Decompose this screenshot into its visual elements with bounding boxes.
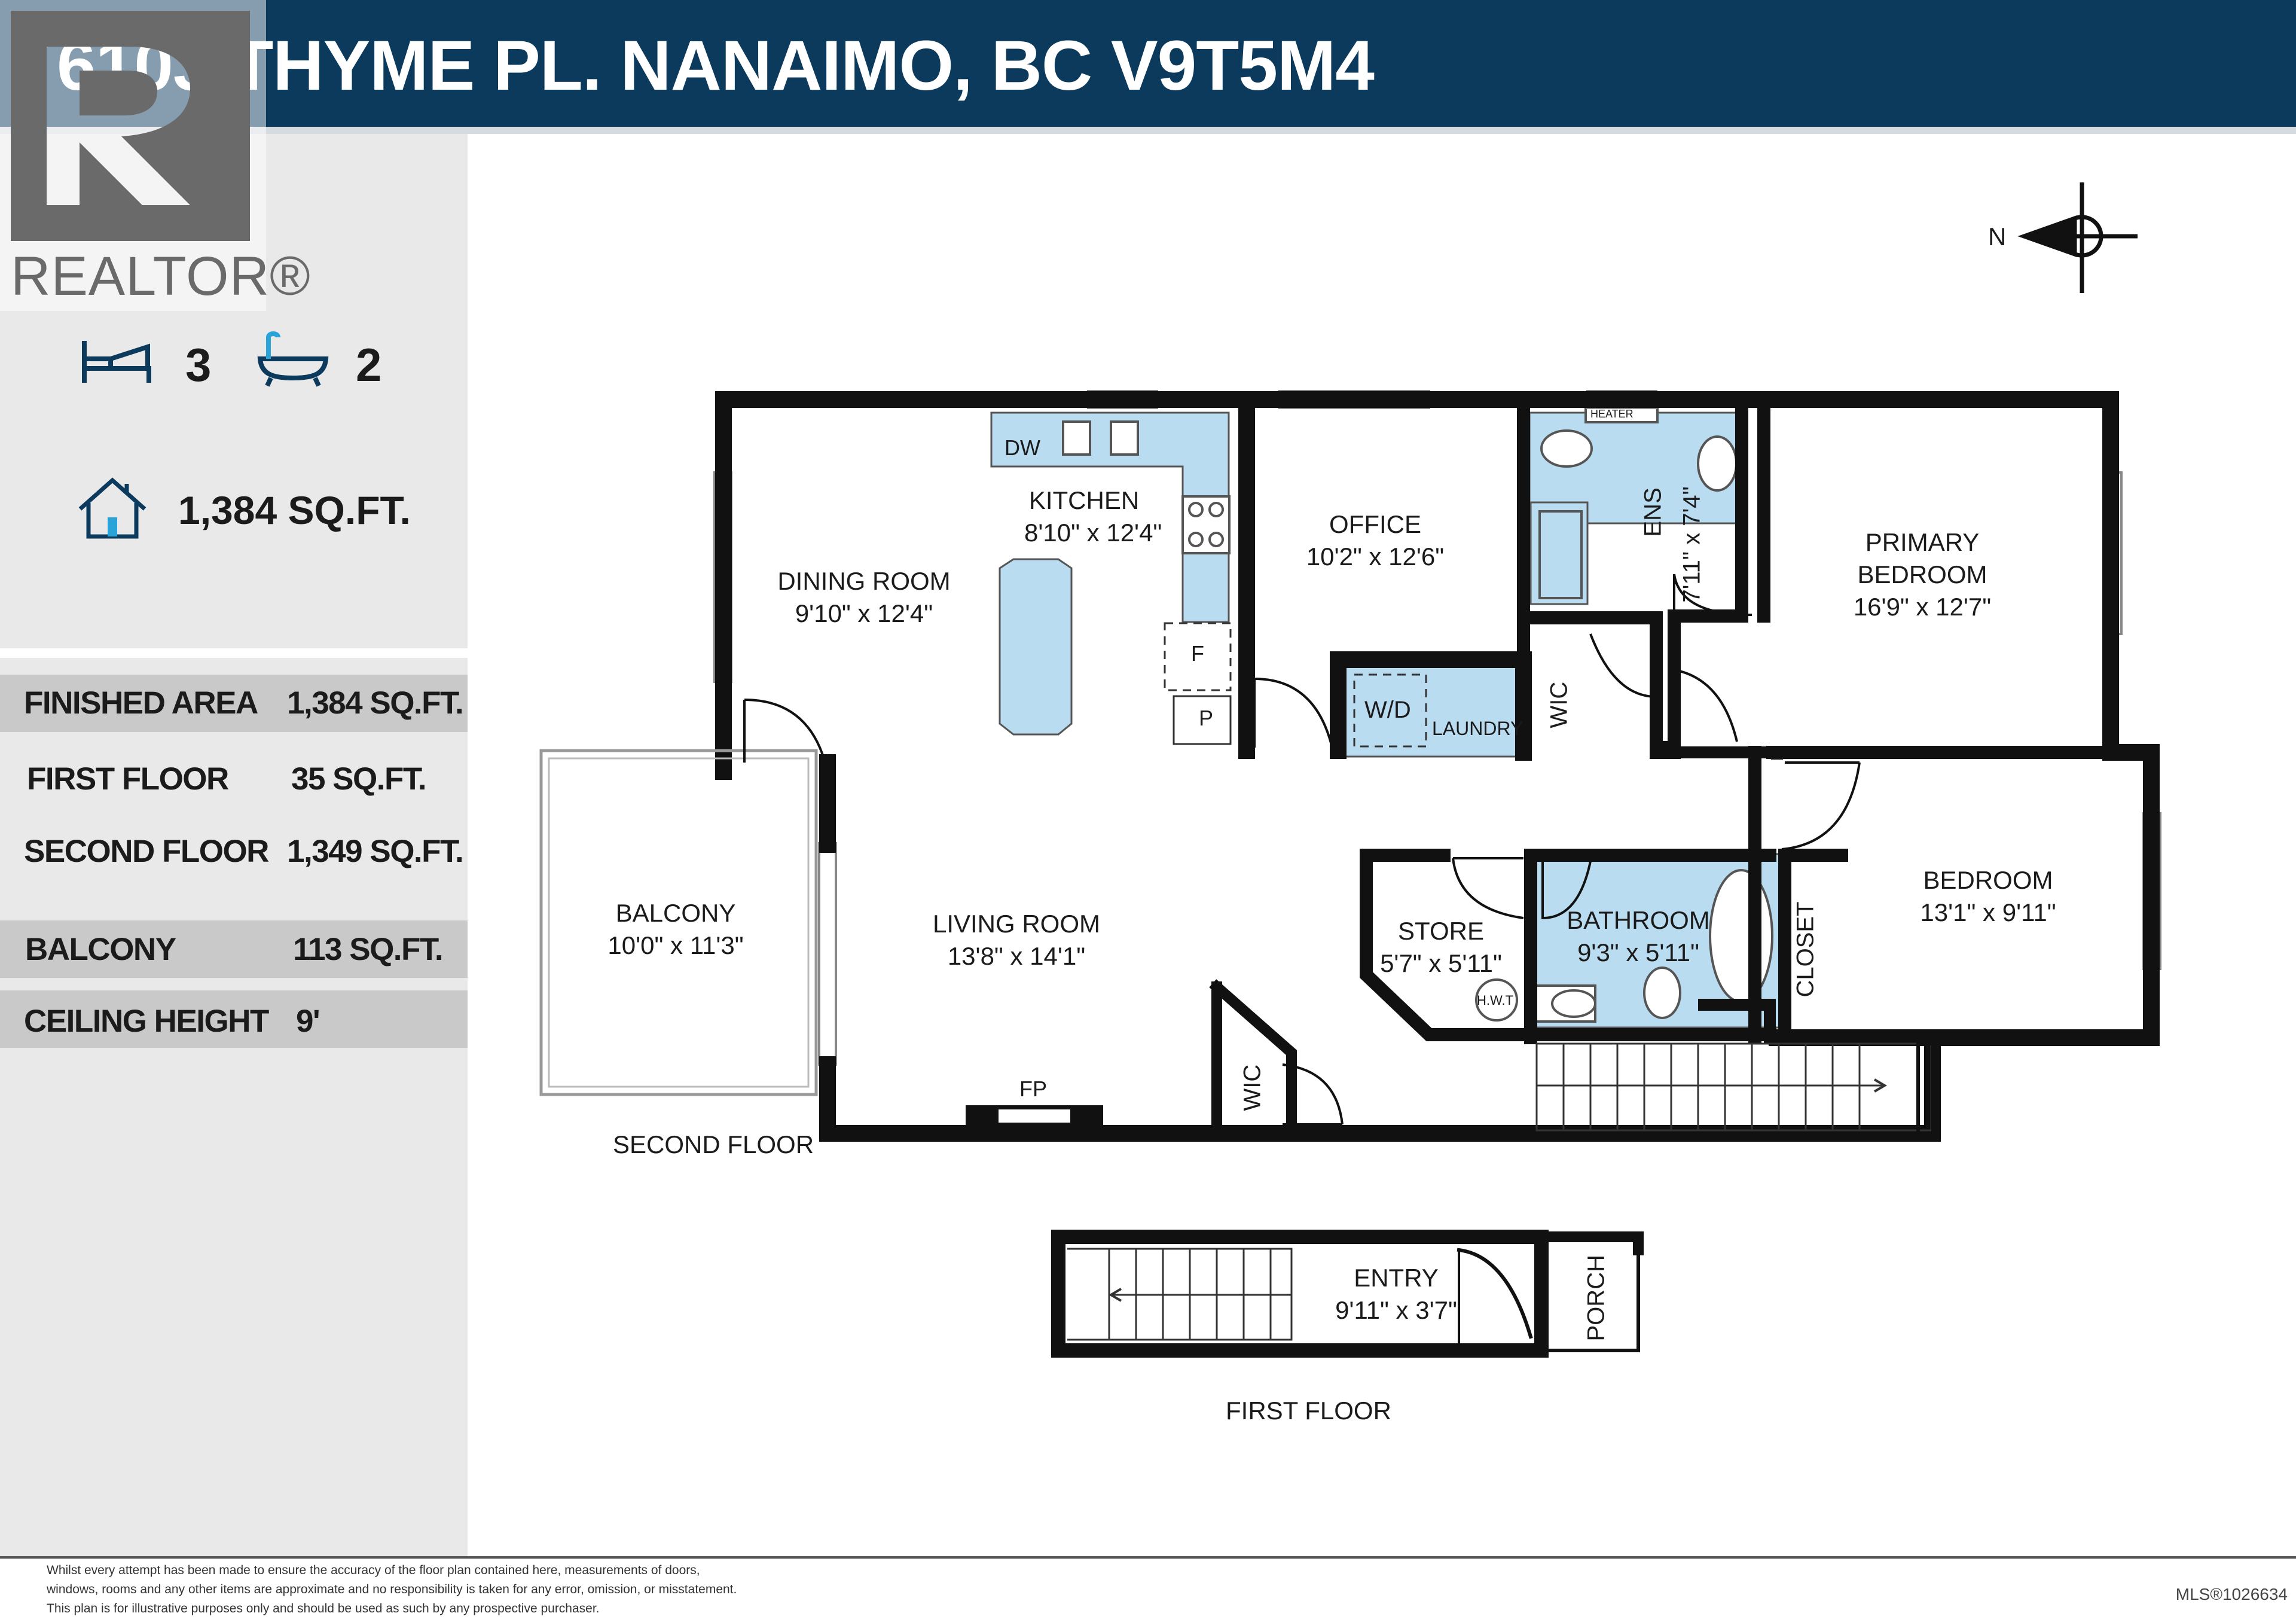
kitchen-label: KITCHEN 8'10" x 12'4" bbox=[1024, 484, 1162, 549]
house-icon bbox=[78, 477, 146, 539]
room-name: PRIMARY bbox=[1865, 528, 1980, 556]
stat-label: SECOND FLOOR bbox=[24, 834, 269, 869]
room-dims: 13'1" x 9'11" bbox=[1920, 898, 2056, 926]
stat-value: 1,349 SQ.FT. bbox=[287, 834, 464, 869]
stat-value: 9' bbox=[296, 1004, 320, 1039]
bathtub-icon bbox=[257, 331, 329, 387]
room-name: KITCHEN bbox=[1028, 486, 1140, 514]
store-label: STORE 5'7" x 5'11" bbox=[1360, 915, 1522, 980]
sidebar-divider bbox=[0, 648, 468, 658]
bathroom-label: BATHROOM 9'3" x 5'11" bbox=[1567, 904, 1710, 969]
dining-room-label: DINING ROOM 9'10" x 12'4" bbox=[774, 565, 954, 630]
ensuite-dims: 7'11" x 7'4" bbox=[1678, 486, 1705, 603]
stairs-first-floor bbox=[1067, 1248, 1293, 1341]
ensuite-name: ENS bbox=[1639, 487, 1666, 537]
laundry-counter bbox=[1341, 666, 1523, 758]
bedroom-label: BEDROOM 13'1" x 9'11" bbox=[1913, 864, 2063, 929]
stairs-second-floor bbox=[1535, 1042, 1935, 1135]
room-dims: 9'11" x 3'7" bbox=[1335, 1296, 1457, 1324]
living-room-label: LIVING ROOM 13'8" x 14'1" bbox=[927, 908, 1106, 972]
disclaimer-line: This plan is for illustrative purposes o… bbox=[47, 1602, 600, 1615]
entry-label: ENTRY 9'11" x 3'7" bbox=[1327, 1262, 1465, 1327]
stat-band-balcony bbox=[0, 920, 468, 978]
disclaimer-line: Whilst every attempt has been made to en… bbox=[47, 1563, 700, 1577]
stat-band-finished-area bbox=[0, 675, 468, 732]
first-floor-label: FIRST FLOOR bbox=[1226, 1397, 1391, 1425]
room-name: BATHROOM bbox=[1567, 906, 1710, 934]
room-name: OFFICE bbox=[1329, 510, 1421, 538]
stat-label: CEILING HEIGHT bbox=[24, 1004, 269, 1039]
header-bar: 6103 THYME PL. NANAIMO, BC V9T5M4 bbox=[0, 0, 2296, 134]
stat-value: 113 SQ.FT. bbox=[293, 932, 444, 967]
stat-label: FIRST FLOOR bbox=[27, 761, 229, 797]
washer-dryer-label: W/D bbox=[1364, 697, 1411, 723]
stat-label: BALCONY bbox=[25, 932, 176, 967]
closet-label: CLOSET bbox=[1792, 901, 1819, 998]
room-name: DINING ROOM bbox=[777, 567, 951, 595]
stat-band-ceiling-height bbox=[0, 990, 468, 1048]
balcony-outline bbox=[539, 749, 818, 1096]
kitchen-counter bbox=[990, 411, 1230, 623]
room-name: BALCONY bbox=[615, 899, 736, 927]
doors bbox=[743, 574, 1861, 1126]
disclaimer-line: windows, rooms and any other items are a… bbox=[47, 1583, 737, 1596]
compass-north-label: N bbox=[1988, 222, 2007, 251]
room-dims: 16'9" x 12'7" bbox=[1853, 593, 1992, 621]
stat-value: 35 SQ.FT. bbox=[291, 761, 427, 797]
total-area: 1,384 SQ.FT. bbox=[178, 488, 411, 532]
compass-icon bbox=[2017, 182, 2138, 293]
room-name: LIVING ROOM bbox=[932, 910, 1101, 938]
pantry-label: P bbox=[1199, 706, 1214, 730]
bathroom-count: 2 bbox=[356, 339, 382, 391]
wic-label-2: WIC bbox=[1239, 1064, 1266, 1111]
room-dims: 13'8" x 14'1" bbox=[947, 942, 1086, 970]
primary-bedroom-label: PRIMARY BEDROOM 16'9" x 12'7" bbox=[1848, 526, 1997, 623]
first-floor-walls bbox=[1051, 1230, 1644, 1358]
room-dims: 10'2" x 12'6" bbox=[1306, 542, 1445, 571]
realtor-logo: REALTOR® bbox=[0, 0, 310, 311]
room-dims: 5'7" x 5'11" bbox=[1380, 949, 1502, 977]
room-name: BEDROOM bbox=[1923, 866, 2053, 894]
bedroom-count: 3 bbox=[185, 339, 212, 391]
kitchen-island bbox=[999, 558, 1073, 736]
fireplace-label: FP bbox=[1019, 1077, 1048, 1101]
mls-number: MLS®1026634 bbox=[2175, 1585, 2288, 1603]
second-floor-label: SECOND FLOOR bbox=[613, 1130, 814, 1158]
room-dims: 10'0" x 11'3" bbox=[607, 931, 744, 959]
realtor-logo-text: REALTOR® bbox=[11, 246, 311, 307]
room-name: ENTRY bbox=[1354, 1264, 1439, 1292]
fridge-label: F bbox=[1191, 641, 1204, 666]
room-name: BEDROOM bbox=[1857, 560, 1987, 589]
wic-label: WIC bbox=[1546, 681, 1573, 728]
room-dims: 9'10" x 12'4" bbox=[795, 599, 933, 627]
stat-value: 1,384 SQ.FT. bbox=[287, 685, 464, 721]
realtor-r-icon bbox=[11, 11, 250, 241]
footer-divider bbox=[0, 1556, 2296, 1559]
stat-label: FINISHED AREA bbox=[24, 685, 258, 721]
sidebar bbox=[0, 134, 468, 1556]
laundry-label: LAUNDRY bbox=[1432, 718, 1523, 739]
heater-label: HEATER bbox=[1590, 408, 1634, 420]
porch-label: PORCH bbox=[1583, 1255, 1610, 1341]
bed-icon bbox=[82, 341, 151, 383]
hot-water-tank-label: H.W.T bbox=[1477, 993, 1514, 1008]
room-name: STORE bbox=[1398, 917, 1484, 945]
page-title: 6103 THYME PL. NANAIMO, BC V9T5M4 bbox=[57, 26, 1375, 105]
room-dims: 8'10" x 12'4" bbox=[1024, 519, 1162, 547]
balcony-label: BALCONY 10'0" x 11'3" bbox=[604, 897, 747, 962]
dishwasher-label: DW bbox=[1004, 435, 1040, 460]
room-dims: 9'3" x 5'11" bbox=[1577, 938, 1699, 966]
office-label: OFFICE 10'2" x 12'6" bbox=[1286, 508, 1465, 573]
